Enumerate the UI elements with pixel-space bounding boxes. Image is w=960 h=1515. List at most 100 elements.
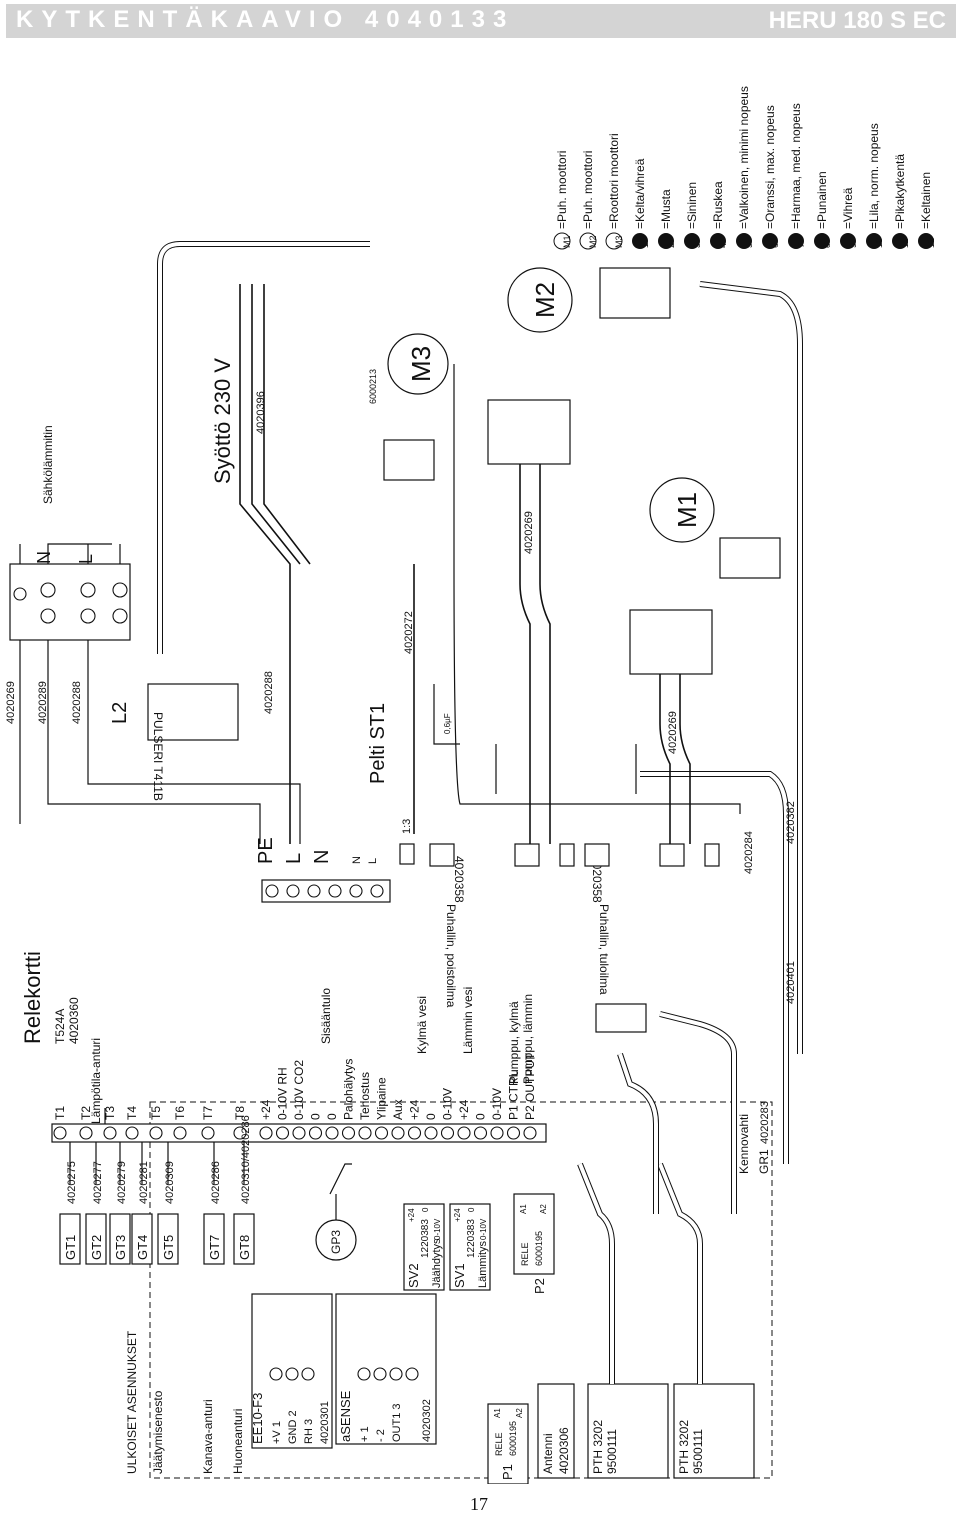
terminal-label-t7: T7 (201, 1106, 215, 1120)
svg-text:0: 0 (421, 1207, 430, 1212)
svg-text:4020269: 4020269 (5, 681, 17, 724)
legend-badge-text: 4 (718, 243, 728, 248)
fan-exhaust-code: 4020358 (452, 856, 466, 903)
svg-text:+24: +24 (407, 1208, 416, 1222)
io-label: +24 (259, 1099, 273, 1120)
terminal-label-t2: T2 (79, 1106, 93, 1120)
legend-badge-6 (762, 233, 778, 249)
legend-text: =Punainen (815, 171, 829, 229)
terminal-t6 (173, 1126, 187, 1140)
sensor-id: GT2 (89, 1235, 104, 1260)
svg-text:P1: P1 (500, 1464, 515, 1480)
gr1-code: 4020283 (759, 1101, 771, 1144)
io-label: 0 (325, 1113, 339, 1120)
io-label: Aux (391, 1099, 405, 1120)
group-pumppu-kylma: Pumppu, kylmä (507, 1001, 521, 1084)
legend-text: =Oranssi, max. nopeus (763, 105, 777, 229)
terminal-label-t4: T4 (125, 1106, 139, 1120)
legend-badge-m3 (605, 232, 623, 250)
group-kylma-vesi: Kylmä vesi (415, 996, 429, 1054)
svg-text:RELE: RELE (520, 1242, 530, 1266)
legend-text: =Harmaa, med. nopeus (789, 103, 803, 229)
legend-text: =Valkoinen, minimi nopeus (737, 86, 751, 229)
heater-label: Sähkölämmitin (41, 425, 55, 504)
motor-m1 (649, 477, 715, 543)
svg-text:PULSERI T411B: PULSERI T411B (151, 712, 165, 801)
legend-text: =Keltainen (919, 172, 933, 229)
sensor-code: 4020277 (92, 1161, 104, 1204)
io-terminal (308, 1126, 323, 1140)
legend-badge-m1 (553, 232, 571, 250)
svg-text:+ 1: + 1 (359, 1426, 371, 1442)
terminal-label-t1: T1 (53, 1106, 67, 1120)
mains-title: Syöttö 230 V (210, 358, 235, 484)
io-label: 0-10V (441, 1088, 455, 1120)
legend-badge-m2 (579, 232, 597, 250)
svg-text:0,6µF: 0,6µF (443, 713, 452, 734)
svg-text:1220383: 1220383 (466, 1219, 477, 1258)
svg-text:4020306: 4020306 (557, 1427, 571, 1474)
legend-badge-text: 8 (822, 243, 832, 248)
io-label: 0-10V CO2 (292, 1060, 306, 1120)
legend-text: =Pikakytkentä (893, 154, 907, 229)
sensor-code: 4020286 (210, 1161, 222, 1204)
svg-text:Antenni: Antenni (541, 1433, 555, 1474)
svg-text:L2: L2 (109, 702, 131, 724)
io-terminal (259, 1126, 273, 1140)
terminal-t3 (103, 1126, 117, 1140)
terminal-t2 (79, 1126, 93, 1140)
io-terminal (358, 1126, 372, 1140)
svg-text:PTH 3202: PTH 3202 (677, 1420, 691, 1474)
terminal-t1 (53, 1126, 67, 1140)
svg-text:0: 0 (467, 1207, 476, 1212)
sensor-list: GT14020275GT24020277GT34020279GT44020281… (59, 1115, 255, 1265)
page-title: KYTKENTÄKAAVIO 4040133 (16, 6, 515, 33)
header-bar: KYTKENTÄKAAVIO 4040133 HERU 180 S EC (6, 4, 956, 38)
damper-title: Pelti ST1 (367, 703, 389, 784)
io-label: Ylipaine (375, 1077, 389, 1120)
svg-text:4020396: 4020396 (255, 391, 267, 434)
svg-text:Lämmitys: Lämmitys (477, 1240, 489, 1288)
io-label: 0-10V RH (276, 1067, 290, 1120)
relay-board-title: Relekortti (20, 951, 45, 1044)
diagram-svg: Relekortti T524A 4020360 Lämpötila-antur… (5, 86, 936, 1485)
fan-plug (595, 1003, 647, 1033)
legend-badge-text: 11 (900, 239, 910, 248)
wiring-diagram: Relekortti T524A 4020360 Lämpötila-antur… (0, 44, 960, 1485)
sensor-id: GT4 (135, 1235, 150, 1260)
legend-text: =Lila, norm. nopeus (867, 123, 881, 229)
svg-text:A1: A1 (493, 1408, 502, 1418)
relay-board-title-group: Relekortti (20, 951, 45, 1044)
legend-badge-11 (892, 233, 908, 249)
legend-badge-text: 10 (874, 238, 884, 248)
power-terminal-label: L (367, 858, 379, 864)
svg-text:- 2: - 2 (375, 1429, 387, 1442)
page-number: 17 (470, 1494, 488, 1514)
svg-text:GND 2: GND 2 (287, 1410, 299, 1444)
svg-text:A2: A2 (515, 1408, 524, 1418)
svg-text:4020288: 4020288 (71, 681, 83, 724)
legend-badge-5 (736, 233, 752, 249)
svg-text:4020401: 4020401 (785, 961, 797, 1004)
m2-connector (487, 399, 571, 465)
frost-label: Jäätymisenesto (151, 1390, 165, 1474)
sensor-code: 4020309 (164, 1161, 176, 1204)
gp3-label: GP3 (329, 1230, 343, 1254)
antenna-box (537, 1383, 575, 1479)
svg-text:P2: P2 (532, 1278, 547, 1294)
io-label: 0 (424, 1113, 438, 1120)
svg-text:M2: M2 (530, 282, 560, 318)
power-terminal-label: N (351, 856, 363, 864)
temp-sensor-group-label: Lämpötila-anturi (89, 1038, 103, 1124)
power-terminal-label: L (283, 853, 305, 864)
sensor-code: 4020279 (116, 1161, 128, 1204)
svg-text:M3: M3 (406, 346, 436, 382)
svg-text:N: N (34, 551, 54, 564)
sensor-id: GT3 (113, 1235, 128, 1260)
legend-text: =Ruskea (711, 181, 725, 229)
external-frame (149, 1101, 773, 1479)
svg-text:9500111: 9500111 (691, 1429, 705, 1474)
terminal-label-t5: T5 (149, 1106, 163, 1120)
